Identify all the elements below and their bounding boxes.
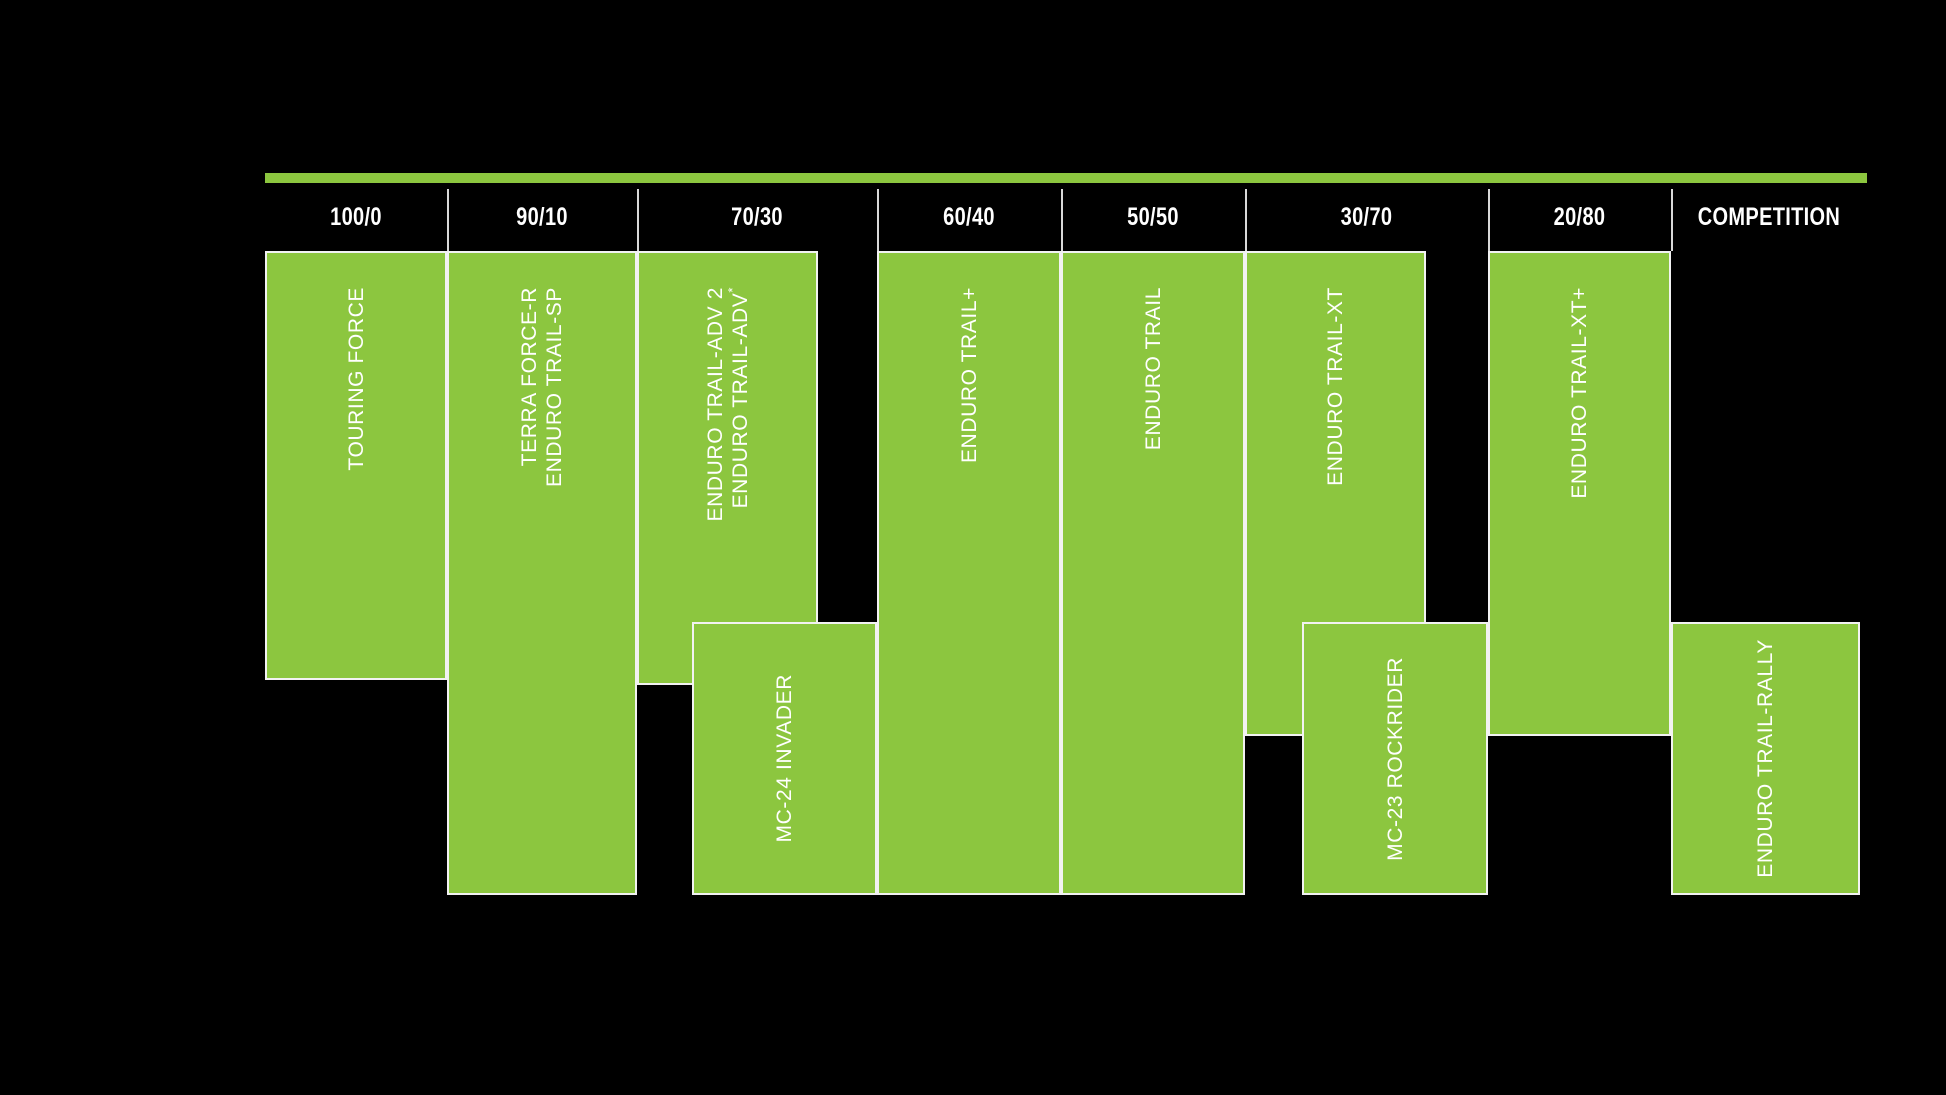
bar-label-group: TOURING FORCE [267, 253, 445, 678]
bar-label: TERRA FORCE-R [518, 287, 541, 467]
bar-label: ENDURO TRAIL-SP [543, 287, 566, 487]
bar-label-group: ENDURO TRAIL [1063, 253, 1243, 893]
bar-segment: ENDURO TRAIL-RALLY [1671, 622, 1860, 895]
bar-label-group: ENDURO TRAIL-RALLY [1673, 624, 1858, 893]
column-header: 20/80 [1553, 202, 1606, 231]
bar-label: MC-23 ROCKRIDER [1383, 656, 1407, 861]
column-header: 30/70 [1340, 202, 1393, 231]
bar-label: ENDURO TRAIL [1141, 287, 1165, 451]
bar-label-group: MC-24 INVADER [694, 624, 875, 893]
bar-label: ENDURO TRAIL-ADV 2 [703, 287, 727, 522]
bar-segment: TOURING FORCE [265, 251, 447, 680]
bar-segment: ENDURO TRAIL+ [877, 251, 1061, 895]
footnote-marker: * [724, 287, 740, 293]
bar-segment: MC-23 ROCKRIDER [1302, 622, 1488, 895]
bar-label: ENDURO TRAIL-ADV* [724, 287, 752, 509]
column-header: 70/30 [731, 202, 783, 231]
column-divider [637, 189, 639, 251]
bar-label: ENDURO TRAIL+ [957, 287, 981, 464]
column-header: 100/0 [330, 202, 382, 231]
top-accent-rule [265, 173, 1867, 183]
category-header-band: 100/0 90/10 70/30 60/40 50/50 30/70 20/80 COMPE… [265, 183, 1867, 251]
column-divider [447, 189, 449, 251]
bar-label-group: ENDURO TRAIL+ [879, 253, 1059, 893]
bar-segment: ENDURO TRAIL [1061, 251, 1245, 895]
bar-label-group: MC-23 ROCKRIDER [1304, 624, 1486, 893]
column-header: 50/50 [1127, 202, 1179, 231]
column-divider [1671, 189, 1673, 251]
column-header: COMPETITION [1697, 202, 1841, 231]
column-header: 90/10 [516, 202, 568, 231]
column-divider [1061, 189, 1063, 251]
bar-label: TOURING FORCE [344, 287, 368, 471]
bar-label: ENDURO TRAIL-XT+ [1568, 287, 1591, 499]
bar-label: ENDURO TRAIL-XT [1324, 287, 1347, 486]
column-divider [877, 189, 879, 251]
column-divider [1488, 189, 1490, 251]
bar-label-group: ENDURO TRAIL-XT+ [1490, 253, 1669, 734]
bar-label: MC-24 INVADER [773, 674, 796, 843]
bar-segment: ENDURO TRAIL-XT+ [1488, 251, 1671, 736]
bar-segment: MC-24 INVADER [692, 622, 877, 895]
column-header: 60/40 [943, 202, 995, 231]
bar-label: ENDURO TRAIL-RALLY [1754, 639, 1777, 878]
column-divider [1245, 189, 1247, 251]
